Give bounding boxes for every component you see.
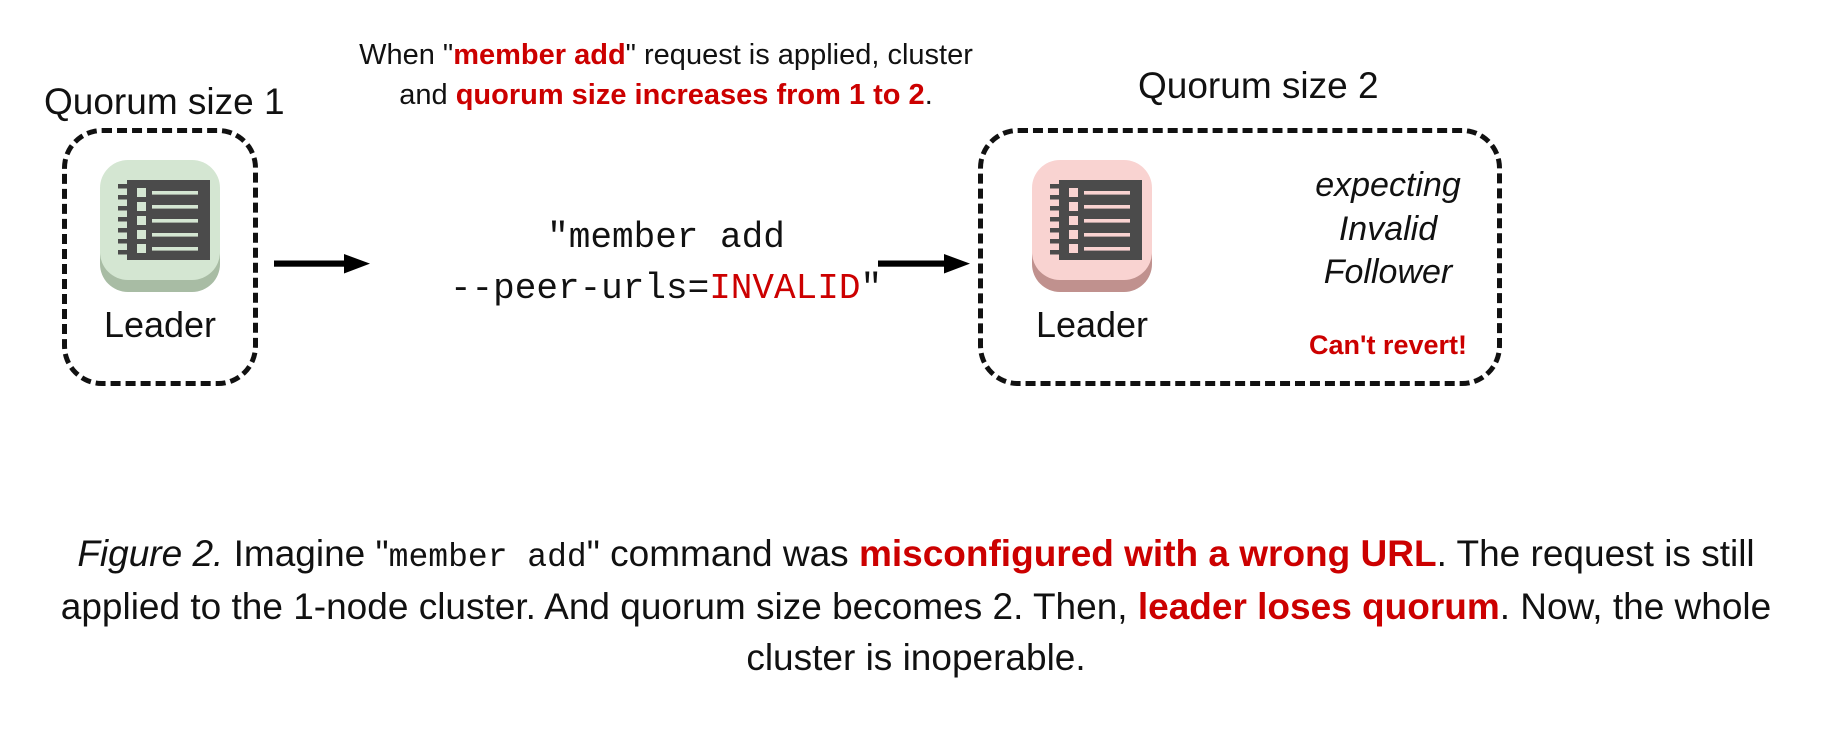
left-node: Leader	[80, 156, 240, 344]
left-cluster-label: Quorum size 1	[44, 81, 285, 122]
left-node-caption: Leader	[103, 304, 217, 345]
right-node-tile	[1028, 156, 1156, 292]
expecting-line-3: Follower	[1323, 253, 1453, 292]
tile-surface	[1032, 160, 1152, 280]
command-text: "member add --peer-urls=INVALID"	[386, 212, 946, 314]
server-rack-icon	[1050, 180, 1142, 260]
command-flag: --peer-urls=	[449, 268, 710, 310]
caption-seg-1: Imagine "	[223, 533, 389, 574]
tile-surface	[100, 160, 220, 280]
arrow-right	[878, 252, 970, 276]
caption-emphasis-2: leader loses quorum	[1137, 585, 1500, 627]
top-caption-plain-c: cluster and	[399, 39, 973, 111]
command-closing-quote: "	[860, 268, 883, 310]
arrow-right-icon	[274, 254, 370, 274]
top-caption-period: .	[924, 78, 933, 111]
top-caption-plain-a: When "	[359, 39, 454, 71]
caption-seg-5: .	[1436, 533, 1447, 574]
figure-number: Figure 2.	[77, 533, 224, 574]
left-node-tile	[96, 156, 224, 292]
top-caption-emphasis-1: member add	[453, 39, 626, 71]
caption-line-2: The request is still applied to the 1-no…	[60, 533, 1755, 627]
top-caption-emphasis-3: from 1 to 2	[776, 78, 925, 111]
caption-emphasis-1: misconfigured with a wrong URL	[858, 533, 1437, 574]
caption-seg-3: " command was	[586, 533, 859, 574]
expecting-follower-note: expecting Invalid Follower	[1282, 164, 1494, 295]
server-rack-icon	[118, 180, 210, 260]
command-line-2: --peer-urls=INVALID"	[386, 263, 946, 314]
right-cluster-boundary	[978, 128, 1502, 386]
right-cluster-label: Quorum size 2	[1138, 65, 1379, 106]
left-cluster-boundary	[62, 128, 258, 386]
top-caption-plain-b: " request is applied,	[625, 39, 880, 71]
top-caption: When "member add" request is applied, cl…	[352, 36, 980, 115]
caption-line-3-tail: . Now, the whole cluster is inoperable.	[746, 585, 1772, 678]
expecting-line-2: Invalid	[1338, 209, 1438, 248]
expecting-line-1: expecting	[1315, 166, 1461, 204]
command-invalid-value: INVALID	[709, 268, 861, 310]
caption-mono-command: member add	[388, 539, 587, 576]
right-node: Leader	[1012, 156, 1172, 344]
top-caption-emphasis-2: quorum size increases	[455, 78, 769, 111]
figure-caption: Figure 2. Imagine "member add" command w…	[40, 528, 1792, 683]
cant-revert-warning: Can't revert!	[1309, 330, 1467, 360]
arrow-right-icon	[878, 254, 970, 274]
right-node-caption: Leader	[1035, 304, 1149, 345]
command-line-1: "member add	[547, 217, 785, 258]
arrow-left	[274, 252, 370, 276]
